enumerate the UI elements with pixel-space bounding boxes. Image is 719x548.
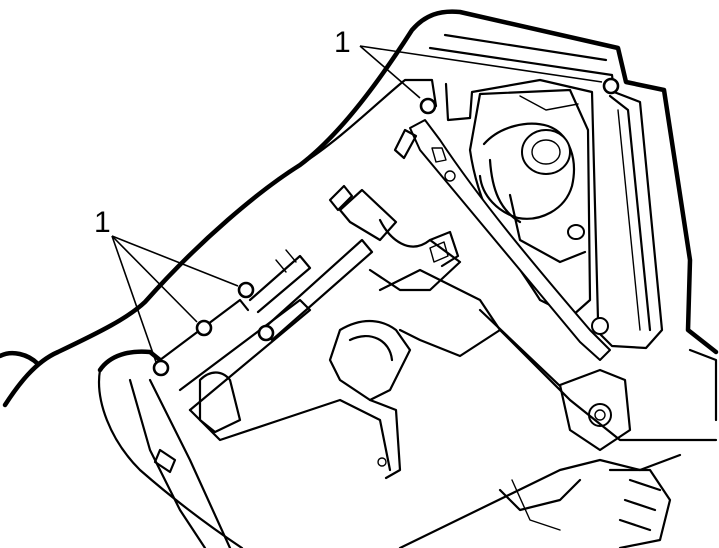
fasteners [152, 77, 620, 377]
panel-outline [0, 9, 719, 408]
fastener-clip [419, 97, 437, 115]
callout-label-lower: 1 [94, 206, 111, 239]
lower-trim [97, 298, 718, 548]
fastener-clip [257, 324, 275, 342]
fastener-clip [237, 281, 255, 299]
callout-leaders [111, 45, 603, 363]
mounting-flange [393, 119, 611, 361]
fastener-clip [602, 77, 620, 95]
fastener-clip [152, 359, 170, 377]
wiring-and-rods [248, 184, 502, 402]
fastener-clip [195, 319, 213, 337]
callout-label-upper: 1 [334, 26, 351, 59]
